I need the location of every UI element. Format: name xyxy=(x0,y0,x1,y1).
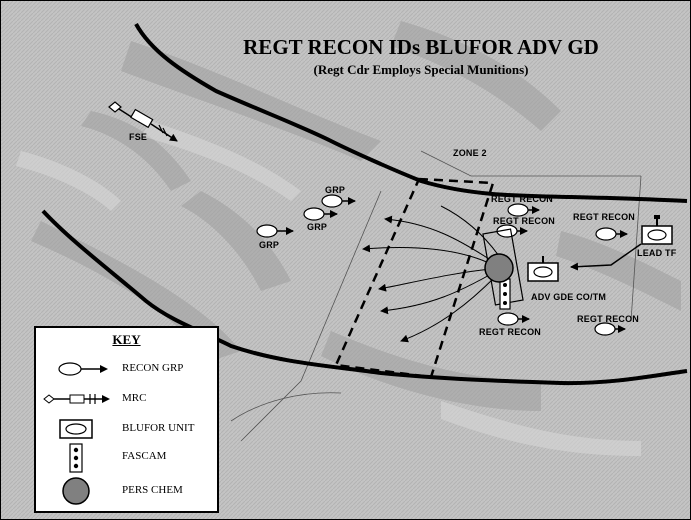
label-grp-left: GRP xyxy=(259,240,280,250)
map-title: REGT RECON IDs BLUFOR ADV GD xyxy=(243,35,599,59)
lead-tf-arrow xyxy=(570,243,642,271)
key-row-blufor: BLUFOR UNIT xyxy=(36,414,217,444)
regt-recon-4 xyxy=(497,312,530,326)
recon-group-top xyxy=(321,194,356,208)
lead-tf-unit xyxy=(641,215,673,245)
label-regt-recon-4: REGT RECON xyxy=(479,327,542,337)
key-label-fascam: FASCAM xyxy=(122,450,167,462)
label-regt-recon-1: REGT RECON xyxy=(491,194,554,204)
key-row-pers-chem: PERS CHEM xyxy=(36,476,217,506)
map-subtitle: (Regt Cdr Employs Special Munitions) xyxy=(313,62,529,77)
blufor-unit-icon xyxy=(59,419,93,439)
label-lead-tf: LEAD TF xyxy=(637,248,677,258)
key-row-mrc: MRC xyxy=(36,384,217,414)
label-fse: FSE xyxy=(129,132,148,142)
label-regt-recon-2: REGT RECON xyxy=(493,216,556,226)
pers-chem-target xyxy=(484,253,514,283)
label-grp-mid: GRP xyxy=(307,222,328,232)
mrc-icon xyxy=(43,394,110,404)
key-label-recon-grp: RECON GRP xyxy=(122,362,184,374)
recon-group-left xyxy=(256,224,294,238)
key-label-mrc: MRC xyxy=(122,392,147,404)
regt-recon-3 xyxy=(595,227,628,241)
recon-group-mid xyxy=(303,207,338,221)
map-key: KEY RECON GRP MRC xyxy=(34,326,219,513)
south-boundary-line xyxy=(41,209,688,386)
pers-chem-icon xyxy=(62,477,90,505)
label-regt-recon-3: REGT RECON xyxy=(573,212,636,222)
label-grp-top: GRP xyxy=(325,185,346,195)
ridge-highlights xyxy=(16,121,641,456)
adv-gde-unit xyxy=(527,256,559,282)
fascam-icon xyxy=(69,443,83,473)
route-arrows xyxy=(362,205,500,343)
key-label-blufor: BLUFOR UNIT xyxy=(122,422,195,434)
regt-recon-2 xyxy=(507,203,540,217)
key-title: KEY xyxy=(112,332,141,347)
key-row-fascam: FASCAM xyxy=(36,442,217,473)
regt-recon-5 xyxy=(594,322,626,336)
key-label-pers-chem: PERS CHEM xyxy=(122,484,183,496)
label-zone-2: ZONE 2 xyxy=(453,148,487,158)
key-row-recon-grp: RECON GRP xyxy=(36,354,217,384)
north-boundary-line xyxy=(134,23,688,203)
label-regt-recon-5: REGT RECON xyxy=(577,314,640,324)
zone-2-boundary xyxy=(334,177,495,379)
road-lines xyxy=(230,150,642,442)
fse-symbol xyxy=(108,101,178,142)
recon-group-icon xyxy=(58,362,108,376)
label-adv-gde: ADV GDE CO/TM xyxy=(531,292,607,302)
